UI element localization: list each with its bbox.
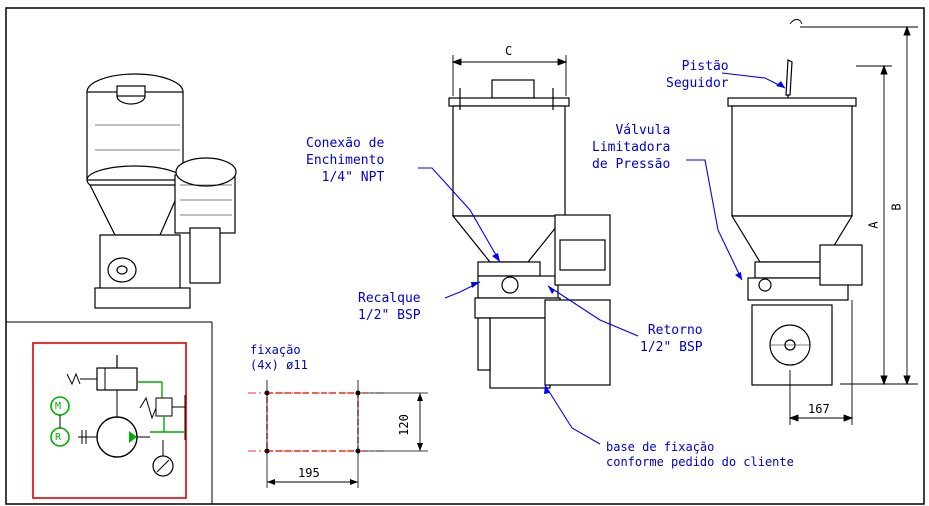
- pistao-seguidor-label: Pistão Seguidor: [666, 59, 729, 91]
- leader-arrows: [471, 81, 785, 394]
- dimension-195-label: 195: [298, 466, 320, 480]
- leader-lines: [418, 72, 786, 445]
- sheet-frame: [5, 7, 925, 505]
- dimension-b-label: B: [889, 203, 904, 211]
- schematic-reservoir-letter: R: [55, 432, 62, 443]
- front-view: [448, 79, 611, 389]
- dimension-a-label: A: [866, 221, 881, 229]
- fixation-pattern: [248, 380, 428, 488]
- base-fixacao-label: base de fixação conforme pedido do clien…: [606, 440, 794, 469]
- dimension-120-label: 120: [396, 414, 411, 436]
- dimension-lines: [451, 19, 918, 425]
- schematic-motor-letter: M: [55, 401, 62, 412]
- recalque-label: Recalque 1/2" BSP: [358, 291, 421, 323]
- valvula-limitadora-label: Válvula Limitadora de Pressão: [592, 123, 671, 172]
- side-view: [727, 59, 863, 386]
- dimension-c-label: C: [505, 44, 513, 58]
- isometric-view: [86, 73, 237, 309]
- conexao-enchimento-label: Conexão de Enchimento 1/4" NPT: [306, 136, 385, 185]
- fixacao-label: fixação (4x) ø11: [250, 343, 308, 372]
- hydraulic-schematic: [32, 342, 187, 499]
- retorno-label: Retorno 1/2" BSP: [640, 323, 703, 355]
- dimension-167-label: 167: [808, 402, 830, 416]
